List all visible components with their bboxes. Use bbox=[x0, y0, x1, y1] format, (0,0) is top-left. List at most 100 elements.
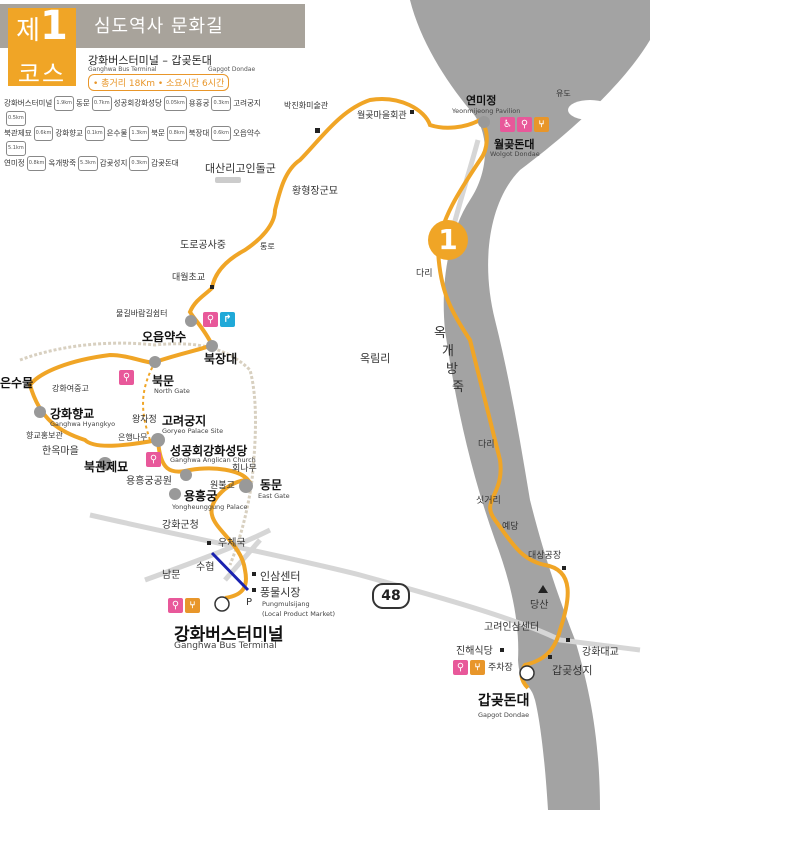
restroom-icon: ⚲ bbox=[119, 370, 134, 385]
label-hyanggyo: 강화향교 bbox=[50, 407, 95, 421]
restroom-icon: ⚲ bbox=[517, 117, 532, 132]
label-dongmun-en: East Gate bbox=[258, 492, 290, 500]
restroom-icon: ⚲ bbox=[203, 312, 218, 327]
course-number-label: 제1 bbox=[16, 3, 68, 49]
label-eundal: 은행나무 bbox=[118, 433, 148, 442]
han-river-water bbox=[410, 0, 650, 810]
restaurant-icon: ⑂ bbox=[185, 598, 200, 613]
restaurant-icon: ⑂ bbox=[470, 660, 485, 675]
route-from-en: Ganghwa Bus Terminal bbox=[88, 66, 157, 73]
fortress-wall bbox=[19, 341, 257, 566]
label-bukmun: 북문 bbox=[152, 374, 175, 388]
facility-icons-yeonmijeong: ♿ ⚲ ⑂ bbox=[500, 117, 549, 132]
label-yedang: 예당 bbox=[502, 522, 519, 532]
restroom-icon: ⚲ bbox=[453, 660, 468, 675]
label-girls-hs: 강화여중고 bbox=[52, 384, 89, 393]
gapgot-marker bbox=[519, 665, 535, 681]
label-mulgil: 물길바람길쉼터 bbox=[116, 309, 168, 318]
facility-icons-gapgot: ⚲ ⑂ bbox=[453, 660, 485, 675]
label-terminal: 강화버스터미널 bbox=[174, 625, 284, 645]
label-yongheung: 용흥궁 bbox=[184, 489, 218, 503]
info-icon: ↱ bbox=[220, 312, 235, 327]
label-suhyeop: 수협 bbox=[196, 562, 215, 573]
point-markers bbox=[207, 110, 570, 659]
label-nammun: 남문 bbox=[162, 570, 181, 581]
terminal-marker bbox=[214, 596, 230, 612]
mountain-marker bbox=[538, 585, 548, 593]
label-gwanjemyo: 북관제묘 bbox=[84, 460, 129, 474]
label-road-works: 도로공사중 bbox=[180, 240, 226, 251]
route-title: 심도역사 문화길 bbox=[94, 16, 224, 37]
label-hanok: 한옥마을 bbox=[42, 446, 79, 457]
label-yudo: 유도 bbox=[556, 89, 571, 98]
label-yongheung-en: Yongheunggung Palace bbox=[172, 503, 248, 511]
label-bukmun-en: North Gate bbox=[154, 387, 190, 395]
label-bukjangdae: 북장대 bbox=[204, 352, 238, 366]
label-bridge: 강화대교 bbox=[582, 647, 619, 658]
label-goryeo: 고려궁지 bbox=[162, 414, 207, 428]
label-okrimri: 옥림리 bbox=[360, 352, 391, 365]
label-dolmen: 대산리고인돌군 bbox=[205, 162, 276, 175]
label-pungmul: 풍물시장 bbox=[260, 586, 301, 599]
route-line bbox=[27, 97, 570, 690]
facility-icons-cathedral: ⚲ bbox=[146, 452, 161, 467]
label-gapgot-en: Gapgot Dondae bbox=[478, 711, 530, 719]
label-cathedral: 성공회강화성당 bbox=[170, 444, 248, 458]
label-dangsan: 당산 bbox=[530, 600, 549, 611]
facility-icons-terminal: ⚲ ⑂ bbox=[168, 598, 200, 613]
label-post: 우체국 bbox=[218, 538, 246, 549]
waypoints bbox=[34, 116, 490, 500]
route-segment-blue bbox=[210, 551, 250, 592]
route-from-to: 강화버스터미널 – 갑곶돈대 bbox=[88, 54, 212, 67]
water-label-ha: 하 bbox=[543, 386, 560, 407]
restroom-icon: ⚲ bbox=[146, 452, 161, 467]
restroom-icon: ♿ bbox=[500, 117, 515, 132]
label-pungmul-en2: (Local Product Market) bbox=[262, 610, 336, 618]
course-suffix: 코스 bbox=[17, 60, 67, 88]
label-dari-2: 다리 bbox=[478, 440, 495, 450]
label-pungmul-en: Pungmulsijang bbox=[262, 600, 310, 608]
label-gapgot: 갑곶돈대 bbox=[478, 693, 530, 709]
label-parking-p: P bbox=[246, 597, 253, 608]
water-label-yeom: 염 bbox=[521, 324, 538, 345]
dike-label-3: 방 bbox=[446, 362, 458, 377]
facility-icons-oeup: ⚲ ↱ bbox=[203, 312, 235, 327]
label-yeonmijeong: 연미정 bbox=[466, 94, 497, 107]
label-cathedral-en: Ganghwa Anglican Church bbox=[170, 456, 256, 464]
label-hyanggyo-en: Ganghwa Hyangkyo bbox=[50, 420, 116, 428]
label-gapgot-shrine: 갑곶성지 bbox=[552, 664, 593, 677]
label-jinhae: 진해식당 bbox=[456, 646, 493, 657]
label-ginseng-factory: 대상공장 bbox=[528, 551, 562, 561]
label-terminal-en: Ganghwa Bus Terminal bbox=[174, 641, 277, 651]
dolmen-icon bbox=[215, 177, 241, 183]
label-goryeo-ginseng: 고려인삼센터 bbox=[484, 622, 540, 633]
route-stats: • 총거리 18Km • 소요시간 6시간 bbox=[88, 74, 230, 91]
course-badge: 제1 코스 bbox=[8, 3, 76, 88]
label-dari-1: 다리 bbox=[416, 269, 433, 279]
label-hwang-tomb: 황형장군묘 bbox=[292, 186, 338, 197]
label-daewol-school: 대월초교 bbox=[172, 273, 206, 283]
label-bakjin: 박진화미술관 bbox=[284, 101, 329, 110]
dike-label-2: 개 bbox=[442, 344, 454, 359]
label-wolgot-dondae: 월곶돈대 bbox=[494, 138, 535, 151]
route-number-marker: 1 bbox=[428, 220, 468, 260]
dike-label-1: 옥 bbox=[434, 326, 446, 341]
facility-icons-bukmun: ⚲ bbox=[119, 370, 134, 385]
highway-48-shield: 48 bbox=[372, 583, 410, 609]
label-wonbulgyo: 원불교 bbox=[210, 481, 235, 491]
restaurant-icon: ⑂ bbox=[534, 117, 549, 132]
label-ginseng: 인삼센터 bbox=[260, 570, 301, 583]
label-sigeori: 싯거리 bbox=[476, 496, 501, 506]
label-hoenamu: 회나무 bbox=[232, 464, 257, 474]
label-county: 강화군청 bbox=[162, 520, 199, 531]
label-eunsumul: 은수물 bbox=[0, 376, 34, 390]
restroom-icon: ⚲ bbox=[168, 598, 183, 613]
label-tongno: 통로 bbox=[260, 242, 275, 251]
label-wangjajeong: 왕자정 bbox=[132, 415, 157, 425]
dike-label-4: 죽 bbox=[452, 380, 464, 395]
label-wolgot-dondae-en: Wolgot Dondae bbox=[490, 150, 540, 158]
